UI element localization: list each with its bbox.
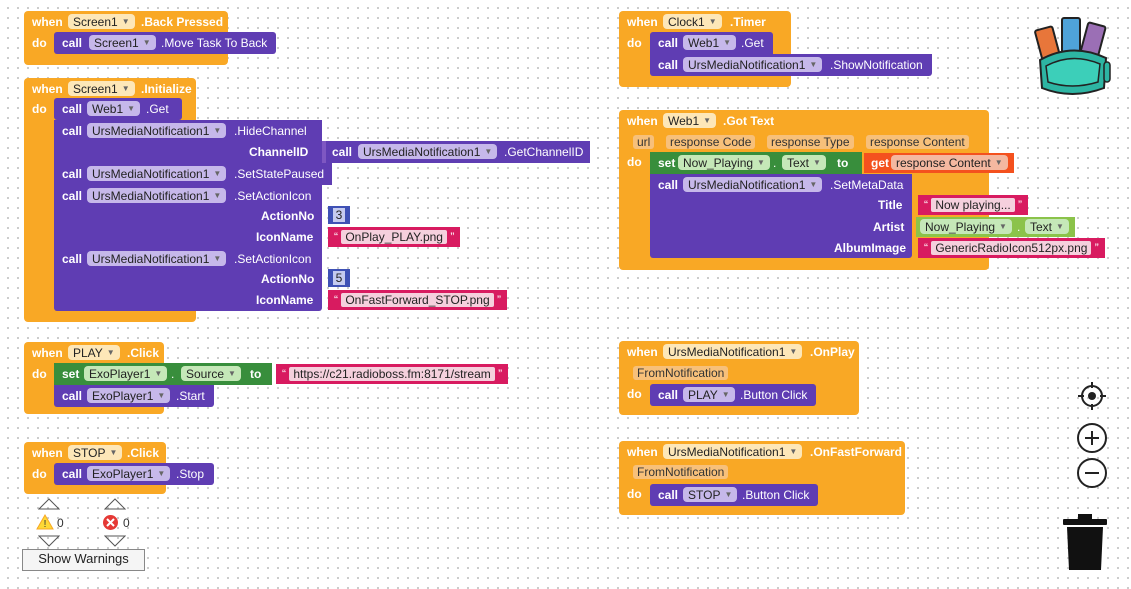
component-dropdown[interactable]: Web1▼ <box>87 101 141 116</box>
call-play-button-click[interactable]: call PLAY▼ .Button Click <box>650 384 816 406</box>
component-dropdown[interactable]: ExoPlayer1▼ <box>87 466 171 481</box>
set-exoplayer-source[interactable]: set ExoPlayer1▼ . Source▼ to <box>54 363 272 385</box>
call-web1-get-timer[interactable]: call Web1▼ .Get <box>650 32 773 54</box>
target-icon[interactable] <box>1076 380 1108 412</box>
call-set-meta-data[interactable]: call UrsMediaNotification1▼ .SetMetaData… <box>650 174 912 258</box>
error-up-arrow-icon[interactable] <box>104 498 126 510</box>
error-count: 0 <box>123 516 130 530</box>
component-dropdown[interactable]: Web1▼ <box>683 35 737 50</box>
component-dropdown[interactable]: UrsMediaNotification1▼ <box>358 144 498 159</box>
block-on-play[interactable]: when UrsMediaNotification1▼ .OnPlay From… <box>619 341 859 415</box>
event-name: .Back Pressed <box>141 15 224 29</box>
call-exoplayer-stop[interactable]: call ExoPlayer1▼ .Stop <box>54 463 214 485</box>
param-from-notification[interactable]: FromNotification <box>633 366 729 380</box>
component-dropdown[interactable]: UrsMediaNotification1▼ <box>87 251 227 266</box>
show-warnings-button[interactable]: Show Warnings <box>22 549 145 571</box>
param-response-code[interactable]: response Code <box>666 135 756 149</box>
param-response-content[interactable]: response Content <box>866 135 969 149</box>
component-dropdown[interactable]: Screen1▼ <box>68 14 135 29</box>
warning-down-arrow-icon[interactable] <box>38 535 60 547</box>
call-set-action-icon-1[interactable]: call UrsMediaNotification1▼ .SetActionIc… <box>54 185 322 248</box>
component-dropdown[interactable]: UrsMediaNotification1▼ <box>87 166 227 181</box>
warning-icon: ! <box>36 514 54 530</box>
call-stop-button-click[interactable]: call STOP▼ .Button Click <box>650 484 818 506</box>
component-dropdown[interactable]: STOP▼ <box>683 487 738 502</box>
call-hide-channel[interactable]: call UrsMediaNotification1▼ .HideChannel… <box>54 120 322 164</box>
component-dropdown[interactable]: Now_Playing▼ <box>920 219 1012 234</box>
text-block-url[interactable]: “ https://c21.radioboss.fm:8171/stream ” <box>276 364 509 384</box>
error-down-arrow-icon[interactable] <box>104 535 126 547</box>
block-on-fast-forward[interactable]: when UrsMediaNotification1▼ .OnFastForwa… <box>619 441 905 515</box>
variable-dropdown[interactable]: response Content▼ <box>891 155 1008 170</box>
block-stop-click[interactable]: when STOP▼ .Click do call ExoPlayer1▼ .S… <box>24 442 214 494</box>
text-block[interactable]: “ OnPlay_PLAY.png ” <box>328 227 461 247</box>
param-response-type[interactable]: response Type <box>767 135 854 149</box>
block-screen1-back-pressed[interactable]: when Screen1▼ .Back Pressed do call Scre… <box>24 11 276 65</box>
call-set-action-icon-2[interactable]: call UrsMediaNotification1▼ .SetActionIc… <box>54 248 322 311</box>
component-dropdown[interactable]: UrsMediaNotification1▼ <box>683 177 823 192</box>
number-block[interactable]: 3 <box>328 206 350 224</box>
get-now-playing-text[interactable]: Now_Playing▼ . Text▼ <box>916 217 1075 237</box>
component-dropdown[interactable]: ExoPlayer1▼ <box>84 366 168 381</box>
do-label: do <box>32 36 47 50</box>
when-label: when <box>32 15 63 29</box>
param-url[interactable]: url <box>633 135 655 149</box>
component-dropdown[interactable]: UrsMediaNotification1▼ <box>87 123 227 138</box>
component-dropdown[interactable]: STOP▼ <box>68 445 123 460</box>
warnings-panel: ! 0 0 <box>22 498 146 572</box>
component-dropdown[interactable]: Screen1▼ <box>89 35 156 50</box>
property-dropdown[interactable]: Source▼ <box>181 366 241 381</box>
call-block[interactable]: call Screen1▼ .Move Task To Back <box>54 32 276 54</box>
param-from-notification[interactable]: FromNotification <box>633 465 729 479</box>
component-dropdown[interactable]: PLAY▼ <box>683 387 735 402</box>
call-set-state-paused[interactable]: call UrsMediaNotification1▼ .SetStatePau… <box>54 163 332 185</box>
component-dropdown[interactable]: Web1▼ <box>663 113 717 128</box>
zoom-out-icon[interactable] <box>1076 457 1108 489</box>
text-block-title[interactable]: “ Now playing... ” <box>918 195 1029 215</box>
error-icon <box>103 515 118 530</box>
property-dropdown[interactable]: Text▼ <box>1025 219 1069 234</box>
component-dropdown[interactable]: Now_Playing▼ <box>678 155 770 170</box>
component-dropdown[interactable]: Clock1▼ <box>663 14 722 29</box>
component-dropdown[interactable]: UrsMediaNotification1▼ <box>683 57 823 72</box>
component-dropdown[interactable]: UrsMediaNotification1▼ <box>663 444 803 459</box>
call-web1-get[interactable]: call Web1▼ .Get <box>54 98 182 120</box>
backpack-icon[interactable] <box>1032 12 1112 98</box>
warning-count: 0 <box>57 516 64 530</box>
component-dropdown[interactable]: UrsMediaNotification1▼ <box>87 188 227 203</box>
call-exoplayer-start[interactable]: call ExoPlayer1▼ .Start <box>54 385 214 407</box>
text-block[interactable]: “ OnFastForward_STOP.png ” <box>328 290 507 310</box>
set-now-playing-text[interactable]: set Now_Playing▼ . Text▼ to <box>650 152 862 174</box>
trash-icon[interactable] <box>1062 514 1108 572</box>
component-dropdown[interactable]: Screen1▼ <box>68 81 135 96</box>
svg-text:!: ! <box>44 519 47 530</box>
zoom-in-icon[interactable] <box>1076 422 1108 454</box>
component-dropdown[interactable]: ExoPlayer1▼ <box>87 388 171 403</box>
text-block-album[interactable]: “ GenericRadioIcon512px.png ” <box>918 238 1105 258</box>
number-block[interactable]: 5 <box>328 269 350 287</box>
get-response-content[interactable]: get response Content▼ <box>864 153 1014 173</box>
property-dropdown[interactable]: Text▼ <box>782 155 826 170</box>
component-dropdown[interactable]: PLAY▼ <box>68 345 120 360</box>
warning-up-arrow-icon[interactable] <box>38 498 60 510</box>
component-dropdown[interactable]: UrsMediaNotification1▼ <box>663 344 803 359</box>
call-get-channel-id[interactable]: call UrsMediaNotification1▼ .GetChannelI… <box>322 141 590 163</box>
call-show-notification[interactable]: call UrsMediaNotification1▼ .ShowNotific… <box>650 54 932 76</box>
